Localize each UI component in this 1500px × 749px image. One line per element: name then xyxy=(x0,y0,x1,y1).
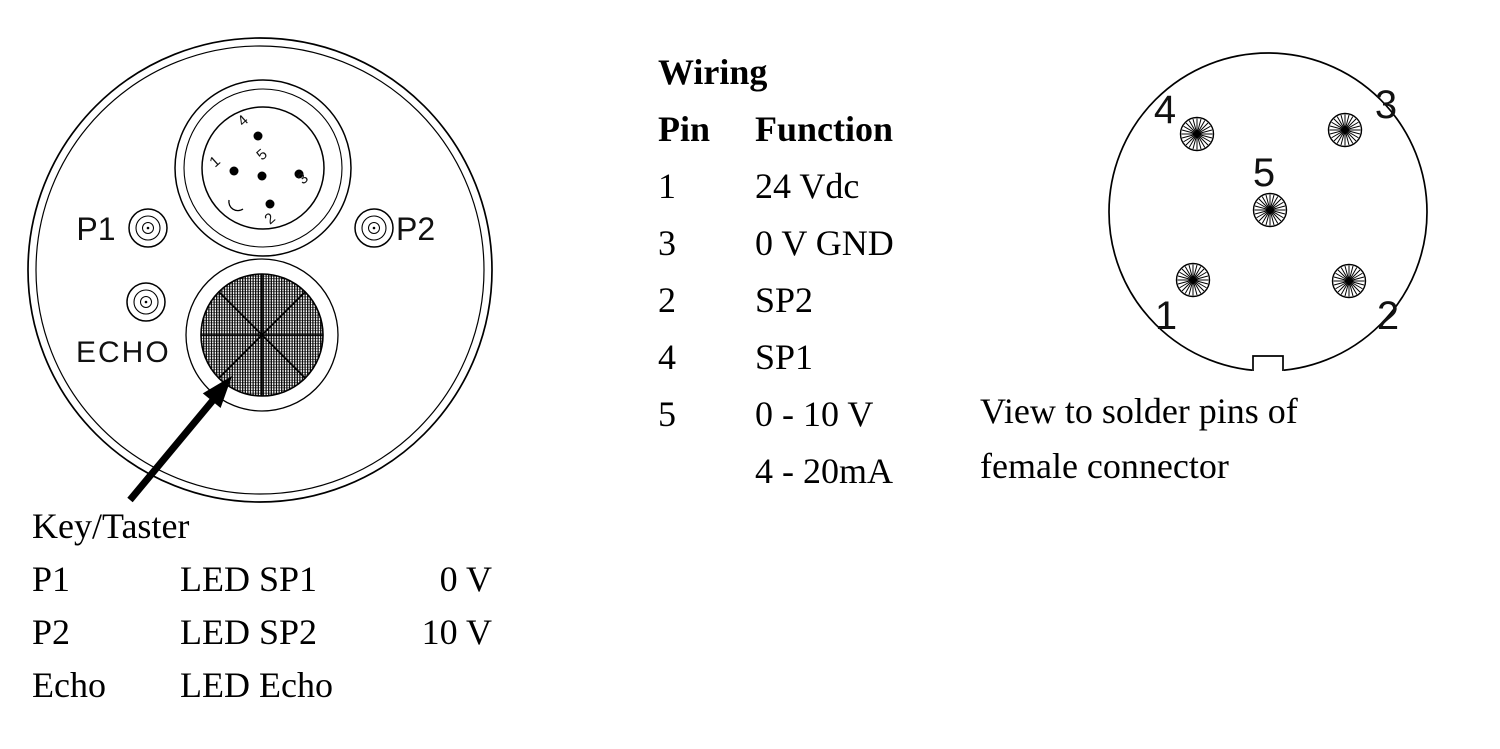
wiring-col-function: Function xyxy=(755,109,894,149)
wiring-pin: 3 xyxy=(658,223,676,263)
wiring-function: 0 - 10 V xyxy=(755,394,874,434)
wiring-header: Pin Function xyxy=(658,101,988,158)
wiring-pin: 4 xyxy=(658,337,676,377)
wiring-col-pin: Pin xyxy=(658,109,711,149)
key-pointer-arrow xyxy=(127,376,232,503)
key-taster-button xyxy=(185,258,339,412)
wiring-function: SP1 xyxy=(755,337,814,377)
echo-led xyxy=(126,282,166,322)
pin-1-label: 1 xyxy=(1155,294,1177,338)
device-housing xyxy=(27,37,493,503)
pin-5-label: 5 xyxy=(253,146,271,164)
male-connector xyxy=(174,79,352,257)
wiring-table: Wiring Pin Function 1 24 Vdc 3 0 V GND 2… xyxy=(658,44,988,500)
wiring-row: 2 SP2 xyxy=(658,272,988,329)
device-face-diagram: 4 5 3 1 2 P1 P2 ECHO xyxy=(27,37,493,503)
p2-label: P2 xyxy=(396,211,435,247)
pin-4-label: 4 xyxy=(234,112,252,130)
wiring-title: Wiring xyxy=(658,52,768,92)
male-connector-pin-numbers: 4 5 3 1 2 xyxy=(206,112,312,228)
p2-led xyxy=(354,208,394,248)
legend-value xyxy=(372,659,492,712)
wiring-row: 3 0 V GND xyxy=(658,215,988,272)
p1-label: P1 xyxy=(76,211,115,247)
solder-pin-numbers: 4 3 5 1 2 xyxy=(1154,83,1399,338)
pin-1 xyxy=(1175,262,1211,298)
pin-2 xyxy=(1331,263,1367,299)
legend-desc: LED SP2 xyxy=(180,612,318,652)
wiring-row: 1 24 Vdc xyxy=(658,158,988,215)
wiring-pin: 1 xyxy=(658,166,676,206)
caption-line-2: female connector xyxy=(980,446,1229,486)
wiring-pin: 2 xyxy=(658,280,676,320)
legend-row: P1 LED SP1 0 V xyxy=(32,553,512,606)
wiring-function: 4 - 20mA xyxy=(755,451,893,491)
female-connector-body xyxy=(1108,52,1428,376)
legend-row: P2 LED SP2 10 V xyxy=(32,606,512,659)
connector-view-caption: View to solder pins of female connector xyxy=(980,384,1298,494)
wiring-pin xyxy=(658,443,755,500)
pin-4-label: 4 xyxy=(1154,88,1176,132)
keyway-notch xyxy=(228,199,244,212)
wiring-function: 24 Vdc xyxy=(755,166,860,206)
pin-1-label: 1 xyxy=(206,153,224,171)
wiring-function: SP2 xyxy=(755,280,814,320)
pin-4-dot xyxy=(253,131,263,141)
legend-value: 10 V xyxy=(421,612,492,652)
legend-desc: LED SP1 xyxy=(180,559,318,599)
pin-5-label: 5 xyxy=(1253,151,1275,195)
pin-4 xyxy=(1179,116,1215,152)
device-legend: Key/Taster P1 LED SP1 0 V P2 LED SP2 10 … xyxy=(32,500,512,712)
key-taster-caption: Key/Taster xyxy=(32,506,190,546)
solder-pins xyxy=(1175,112,1367,299)
legend-desc: LED Echo xyxy=(180,665,333,705)
pin-5-dot xyxy=(257,171,267,181)
pin-2-dot xyxy=(265,199,275,209)
pin-5 xyxy=(1252,192,1288,228)
pin-3 xyxy=(1327,112,1363,148)
wiring-pin: 5 xyxy=(658,394,676,434)
wiring-row: 5 0 - 10 V xyxy=(658,386,988,443)
keyway-notch xyxy=(1252,355,1284,371)
pin-3-dot xyxy=(294,169,304,179)
wiring-row: 4 - 20mA xyxy=(658,443,988,500)
pin-2-label: 2 xyxy=(1377,294,1399,338)
legend-key: P1 xyxy=(32,559,71,599)
p1-led xyxy=(128,208,168,248)
legend-row: Echo LED Echo xyxy=(32,659,512,712)
wiring-function: 0 V GND xyxy=(755,223,894,263)
wiring-row: 4 SP1 xyxy=(658,329,988,386)
caption-line-1: View to solder pins of xyxy=(980,391,1298,431)
legend-key: P2 xyxy=(32,612,71,652)
pin-3-label: 3 xyxy=(1375,83,1397,127)
pin-2-label: 2 xyxy=(261,210,279,228)
male-connector-pins xyxy=(229,131,304,209)
legend-value: 0 V xyxy=(439,559,492,599)
echo-label: ECHO xyxy=(76,336,171,369)
legend-key: Echo xyxy=(32,665,106,705)
female-connector-diagram: 4 3 5 1 2 xyxy=(1108,52,1428,376)
pin-1-dot xyxy=(229,166,239,176)
